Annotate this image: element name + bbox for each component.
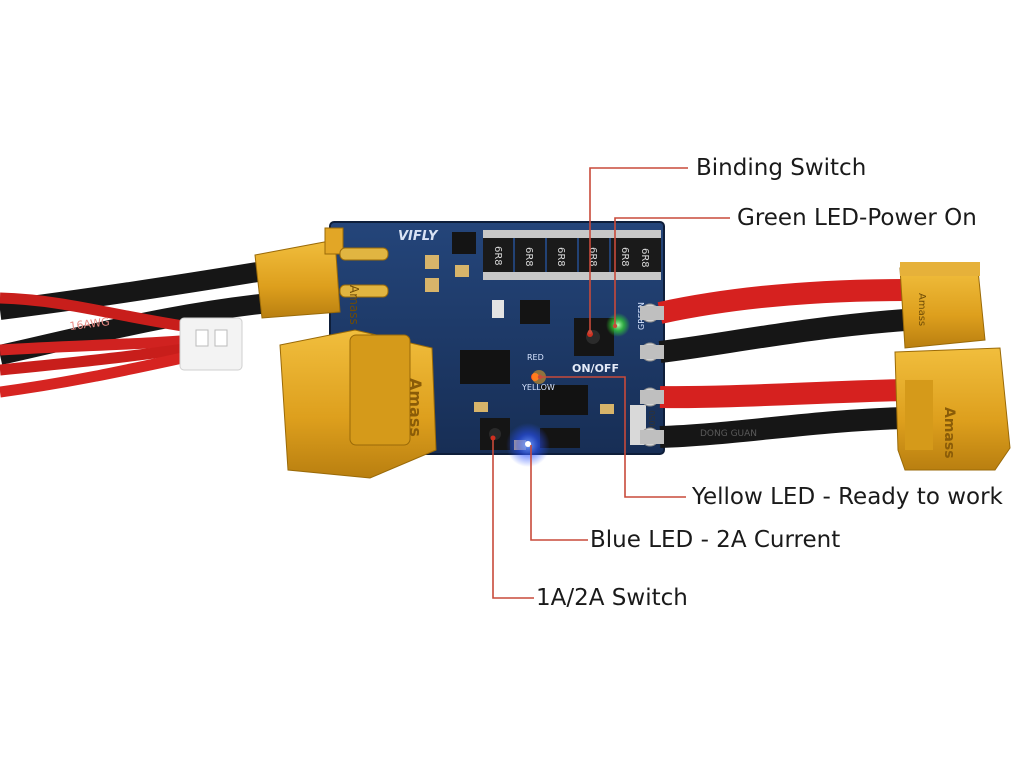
callout-green-led: Green LED-Power On — [737, 205, 977, 231]
callout-binding-switch: Binding Switch — [696, 155, 867, 181]
left-wires: 16AWG — [0, 255, 302, 398]
yellow-label: YELLOW — [521, 383, 555, 392]
xt60-right-connector: Amass — [894, 347, 1011, 471]
balance-connector — [179, 317, 243, 371]
onoff-label: ON/OFF — [572, 362, 619, 375]
chip — [540, 428, 580, 448]
xt30-input-connector: Amass — [254, 227, 389, 325]
resistor-label: 6R8 — [639, 248, 650, 268]
green-led — [606, 313, 630, 337]
right-wires: DONG GUAN — [640, 279, 906, 448]
resistor-label: 6R8 — [555, 247, 566, 267]
callout-blue-led: Blue LED - 2A Current — [590, 527, 841, 553]
chip — [520, 300, 550, 324]
leader-blue — [530, 445, 588, 541]
leader-binding — [589, 167, 688, 332]
resistor-label: 6R8 — [492, 246, 503, 266]
callout-yellow-led: Yellow LED - Ready to work — [692, 484, 1003, 510]
red-label: RED — [527, 353, 544, 362]
silk-resistor: R050 — [648, 410, 657, 431]
connector-brand: Amass — [406, 378, 425, 437]
resistor-label: 6R8 — [523, 247, 534, 267]
xt60-output-connector: Amass — [279, 329, 437, 479]
callout-current-switch: 1A/2A Switch — [536, 585, 688, 611]
wire-print-left: 16AWG — [69, 315, 111, 333]
connector-brand: Amass — [347, 285, 361, 325]
connector-brand: Amass — [941, 407, 957, 459]
leader-yellow — [540, 376, 686, 498]
resistor-label: 6R8 — [619, 247, 630, 267]
connector-brand: Amass — [916, 293, 927, 326]
resistor-label: 6R8 — [587, 247, 598, 267]
callout-leaders — [492, 167, 730, 599]
chip — [452, 232, 476, 254]
leader-green — [614, 217, 730, 326]
ic-chip — [540, 385, 588, 415]
pcb-board: VIFLY 6R8 6R8 6R8 6R8 6R8 6R8 — [329, 221, 665, 467]
leader-switch — [492, 440, 534, 599]
wire-print: DONG GUAN — [700, 429, 757, 439]
ic-chip — [460, 350, 510, 384]
xt30-right-connector: Amass — [899, 262, 986, 349]
shunt-resistors: 6R8 6R8 6R8 6R8 6R8 6R8 — [483, 230, 661, 280]
board-brand: VIFLY — [398, 229, 439, 244]
